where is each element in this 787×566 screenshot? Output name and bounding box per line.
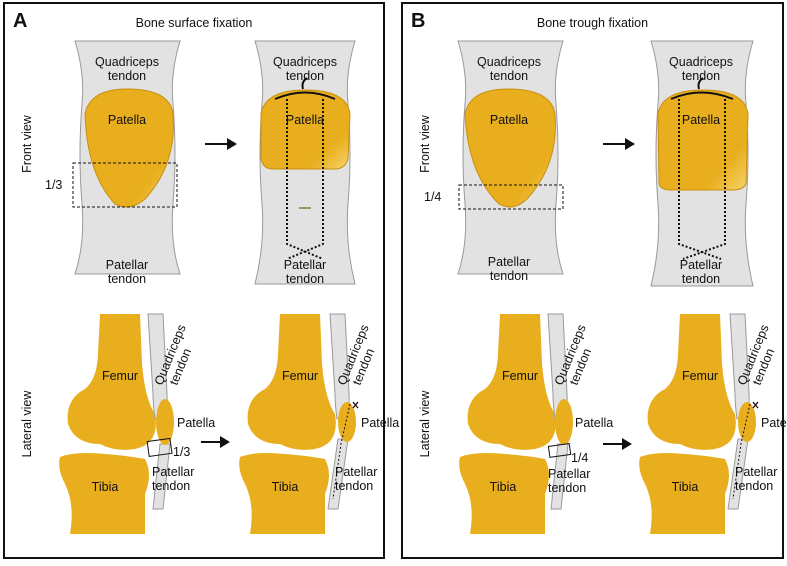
arrow-lateral (201, 436, 230, 448)
patella-shape (84, 88, 174, 208)
patella-label: Patella (108, 113, 146, 127)
tendon-label: tendon (286, 69, 324, 83)
panel-b: B Bone trough fixation Front view Latera… (401, 2, 787, 559)
suture-path (332, 403, 351, 500)
patella-shape (657, 89, 749, 191)
panel-a-diagram: Front view Lateral view 1/3 Quadriceps t… (20, 40, 399, 534)
lateral-patella-shape (738, 402, 756, 442)
tibia-label: Tibia (92, 480, 119, 494)
patella-label: Patella (177, 416, 215, 430)
quadriceps-label: Quadriceps (95, 55, 159, 69)
fraction-box (72, 162, 178, 208)
tendon-label: tendon (682, 69, 720, 83)
quadriceps-label: Quadriceps (669, 55, 733, 69)
tendon-label: tendon (490, 69, 528, 83)
femur-label: Femur (282, 369, 318, 383)
patellar-label: Patellar (680, 258, 722, 272)
suture-path (286, 99, 324, 260)
tendon-label: tendon (335, 479, 373, 493)
front-view-after: Quadriceps tendon Patella Patellar tendo… (650, 40, 754, 287)
panel-b-diagram: Front view Lateral view 1/4 Quadriceps t… (418, 40, 787, 534)
fraction-box (458, 184, 564, 210)
suture-path (732, 403, 751, 500)
panel-b-title: Bone trough fixation (536, 16, 649, 30)
panel-b-label: B (411, 10, 426, 32)
tibia-shape (59, 453, 149, 534)
tibia-shape (239, 453, 329, 534)
lateral-patella-shape (555, 399, 573, 445)
patellar-label: Patellar (106, 258, 148, 272)
front-view-label: Front view (20, 114, 34, 173)
fraction-label: 1/3 (45, 178, 62, 192)
lateral-view-before: 1/4 Femur Tibia Quadriceps tendon Patell… (459, 313, 613, 534)
panel-a: A Bone surface fixation Front view Later… (3, 2, 399, 559)
fraction-label: 1/4 (571, 451, 588, 465)
patellar-label: Patellar (152, 465, 194, 479)
front-view-after: Quadriceps tendon Patella Patellar tendo… (254, 40, 356, 286)
fraction-box (547, 442, 572, 458)
tendon-label: tendon (286, 272, 324, 286)
arrow-front (603, 138, 635, 150)
patella-label: Patella (575, 416, 613, 430)
patella-shape (260, 89, 351, 170)
tendon-label: tendon (682, 272, 720, 286)
suture-knot (752, 401, 759, 409)
lateral-patella-shape (338, 402, 356, 442)
patellar-label: Patellar (735, 465, 777, 479)
patella-shape (464, 88, 556, 208)
arrow-front (205, 138, 237, 150)
front-view-label: Front view (418, 114, 432, 173)
fraction-label: 1/3 (173, 445, 190, 459)
femur-shape (467, 314, 556, 450)
tendon-label: tendon (490, 269, 528, 283)
tibia-label: Tibia (490, 480, 517, 494)
tibia-shape (459, 453, 549, 534)
tendon-label: tendon (152, 479, 190, 493)
lateral-view-before: 1/3 Femur Tibia Quadriceps tendon Patell… (59, 313, 215, 534)
suture-knot (352, 401, 359, 409)
suture-knot (670, 77, 734, 100)
lateral-view-label: Lateral view (20, 390, 34, 458)
fraction-label: 1/4 (424, 190, 441, 204)
tendon-label: tendon (108, 272, 146, 286)
suture-knot (274, 77, 336, 100)
quadriceps-label: Quadriceps (273, 55, 337, 69)
patellar-label: Patellar (548, 467, 590, 481)
lateral-view-after: Femur Tibia Quadriceps tendon Patella Pa… (239, 313, 399, 534)
tibia-shape (639, 453, 729, 534)
front-view-before: 1/4 Quadriceps tendon Patella Patellar t… (424, 40, 564, 283)
femur-label: Femur (682, 369, 718, 383)
front-view-before: 1/3 Quadriceps tendon Patella Patellar t… (45, 40, 181, 286)
patellar-label: Patellar (335, 465, 377, 479)
panel-a-label: A (13, 10, 28, 32)
lateral-view-label: Lateral view (418, 390, 432, 458)
patella-label: Patella (682, 113, 720, 127)
patellar-label: Patellar (284, 258, 326, 272)
arrow-lateral (603, 438, 632, 450)
patella-label: Patella (361, 416, 399, 430)
patella-label: Patella (286, 113, 324, 127)
suture-path (678, 99, 726, 260)
panel-a-title: Bone surface fixation (135, 16, 253, 30)
patellar-label: Patellar (488, 255, 530, 269)
lateral-patella-shape (156, 399, 174, 445)
femur-shape (647, 314, 736, 450)
patella-label: Patella (761, 416, 787, 430)
femur-label: Femur (502, 369, 538, 383)
patella-label: Patella (490, 113, 528, 127)
femur-shape (247, 314, 336, 450)
tibia-label: Tibia (272, 480, 299, 494)
tendon-label: tendon (108, 69, 146, 83)
tibia-label: Tibia (672, 480, 699, 494)
fraction-box (146, 437, 173, 458)
femur-label: Femur (102, 369, 138, 383)
tendon-label: tendon (548, 481, 586, 495)
lateral-view-after: Femur Tibia Quadriceps tendon Patella Pa… (639, 313, 787, 534)
quadriceps-label: Quadriceps (477, 55, 541, 69)
tendon-label: tendon (735, 479, 773, 493)
femur-shape (67, 314, 156, 450)
